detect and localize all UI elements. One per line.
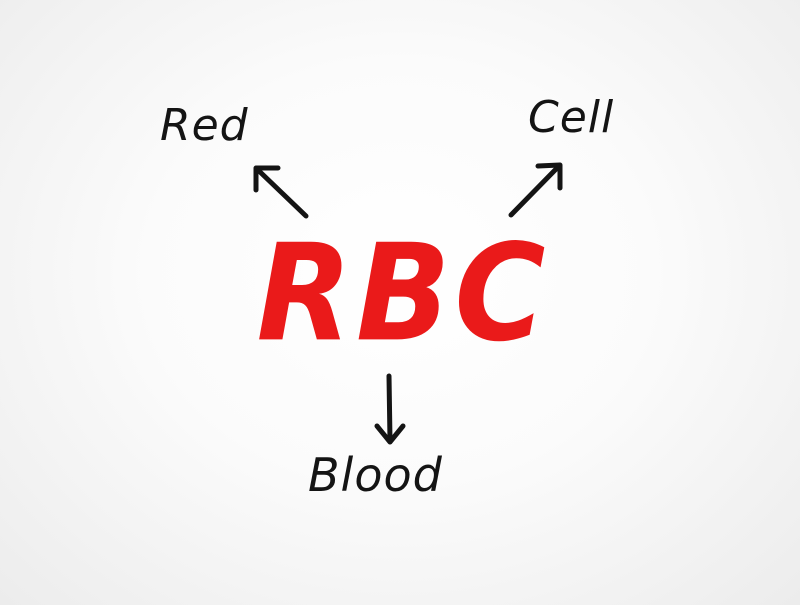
arrow-up-right-icon [508, 162, 563, 218]
arrow-up-left-icon [253, 165, 309, 219]
acronym-text: RBC [256, 216, 550, 372]
word-red: Red [160, 100, 249, 151]
arrow-down-icon [374, 373, 406, 445]
word-cell: Cell [528, 92, 615, 143]
acronym-title: RBC [0, 216, 800, 372]
word-blood: Blood [308, 448, 443, 502]
